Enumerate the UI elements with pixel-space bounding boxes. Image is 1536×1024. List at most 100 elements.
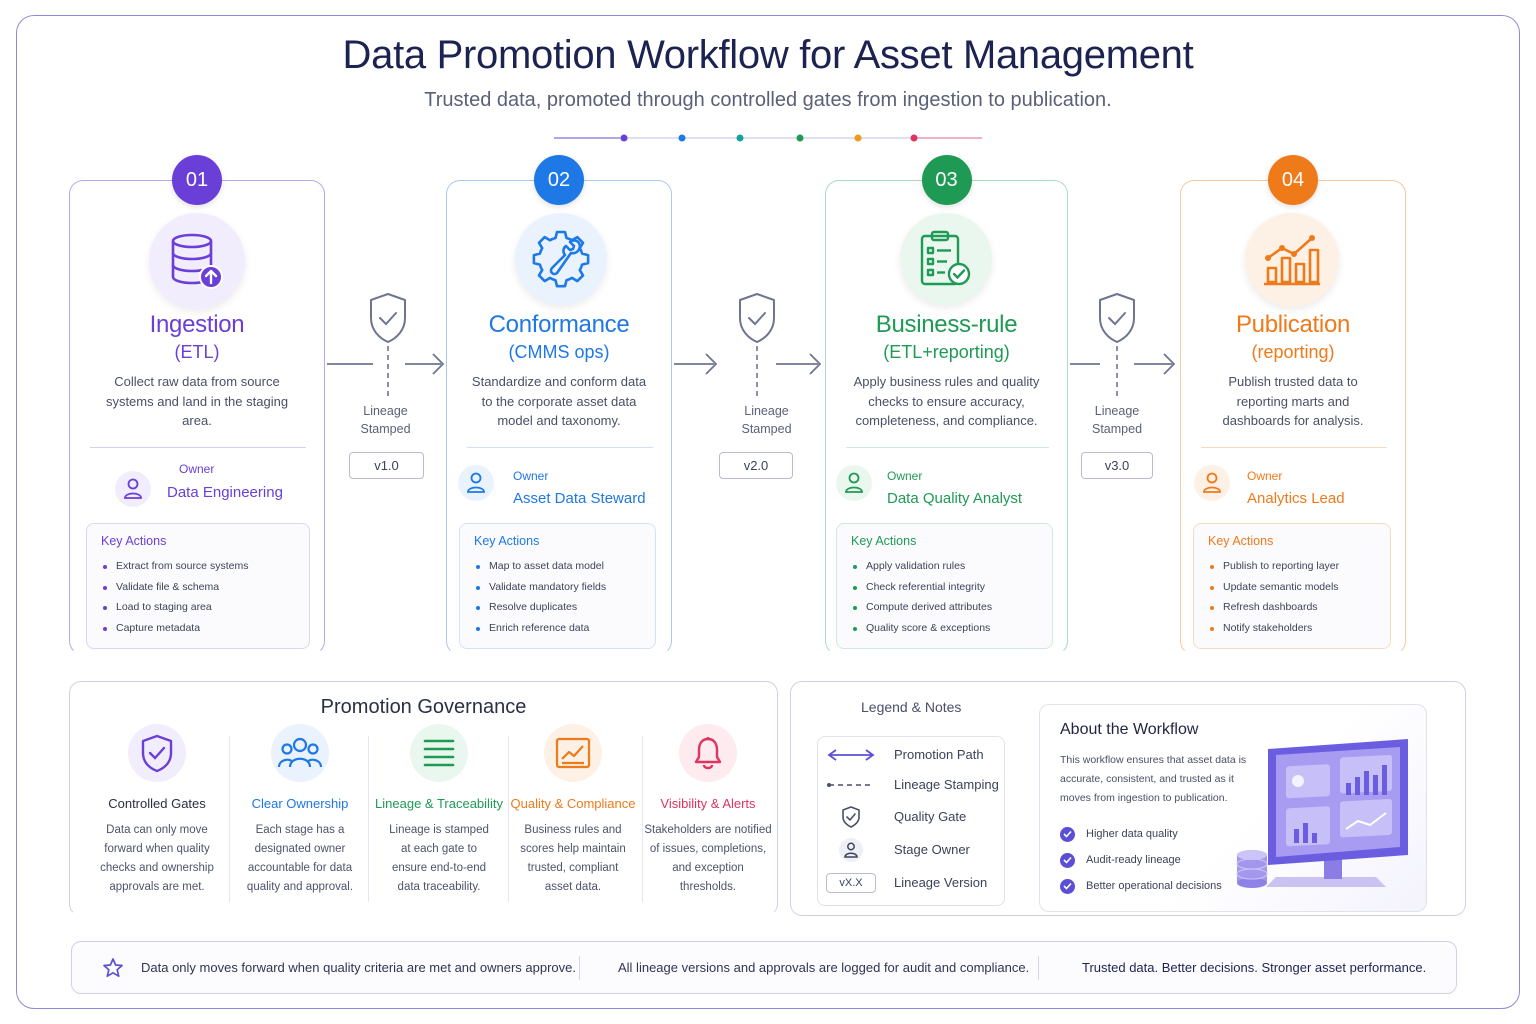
list-item: Check referential integrity: [851, 581, 992, 602]
stage-subtitle: (ETL): [174, 342, 220, 362]
key-actions-title: Key Actions: [101, 534, 167, 548]
version-tag: vX.X: [826, 873, 876, 893]
decorative-dot-line: [554, 134, 982, 142]
check-icon: [1060, 878, 1075, 894]
list-item: Extract from source systems: [101, 560, 248, 581]
list-item: Quality score & exceptions: [851, 622, 992, 643]
dashboard-monitor-illustration: [1236, 739, 1408, 888]
lineage-version-tag: v3.0: [1081, 452, 1153, 479]
list-item: Validate file & schema: [101, 581, 248, 602]
list-lines-icon: [410, 724, 468, 782]
governance-item-name: Clear Ownership: [251, 796, 349, 811]
governance-item-desc: Lineage is stamped at each gate to ensur…: [389, 824, 489, 893]
divider: [229, 736, 230, 902]
shield-check-icon: [826, 805, 876, 829]
key-actions-box: Key Actions Publish to reporting layer U…: [1193, 523, 1391, 649]
users-icon: [271, 724, 329, 782]
list-item: Resolve duplicates: [474, 601, 606, 622]
owner-name: Data Engineering: [167, 484, 283, 501]
stage-description: Publish trusted data to reporting marts …: [1222, 374, 1364, 428]
person-icon: [115, 471, 151, 507]
lineage-version-tag: v2.0: [719, 452, 793, 479]
check-icon: [1060, 826, 1075, 842]
divider: [579, 956, 580, 980]
stage-description: Apply business rules and quality checks …: [853, 374, 1040, 428]
key-actions-box: Key Actions Extract from source systems …: [86, 523, 310, 649]
divider: [642, 736, 643, 902]
divider: [846, 447, 1049, 448]
key-actions-box: Key Actions Map to asset data model Vali…: [459, 523, 656, 649]
governance-item-name: Visibility & Alerts: [660, 796, 756, 811]
gear-wrench-icon: [515, 213, 607, 305]
governance-item-visibility-alerts: Visibility & Alerts Stakeholders are not…: [643, 722, 773, 902]
list-item: Publish to reporting layer: [1208, 560, 1339, 581]
bell-icon: [679, 724, 737, 782]
governance-item-desc: Each stage has a designated owner accoun…: [246, 824, 354, 893]
person-icon: [458, 465, 494, 501]
about-title: About the Workflow: [1060, 721, 1199, 738]
list-item: Refresh dashboards: [1208, 601, 1339, 622]
stage-number-badge: 04: [1268, 155, 1318, 205]
owner-label: Owner: [1247, 469, 1283, 483]
key-actions-box: Key Actions Apply validation rules Check…: [836, 523, 1053, 649]
legend-item: Promotion Path: [818, 743, 1006, 767]
divider: [508, 736, 509, 902]
divider: [467, 447, 653, 448]
legend-label: Stage Owner: [894, 842, 970, 857]
legend-item: vX.X Lineage Version: [818, 871, 1006, 895]
legend-label: Lineage Stamping: [894, 777, 999, 792]
promotion-governance-panel: Promotion Governance Controlled Gates Da…: [69, 681, 778, 916]
quality-gate-shield-icon: [1070, 293, 1176, 396]
key-actions-title: Key Actions: [851, 534, 917, 548]
person-icon: [1194, 465, 1230, 501]
stage-subtitle: (ETL+reporting): [883, 342, 1010, 362]
star-icon: [103, 958, 123, 978]
governance-item-desc: Business rules and scores help maintain …: [520, 824, 626, 893]
quality-gate-shield-icon: [674, 293, 822, 396]
stage-card-ingestion: 01 Ingestion (ETL) Collect raw data from…: [69, 155, 325, 655]
stage-subtitle: (reporting): [1251, 342, 1335, 362]
list-item: Better operational decisions: [1060, 873, 1222, 899]
stage-card-business-rule: 03 Business-rule (ETL+reporting) Apply b…: [825, 155, 1068, 655]
person-icon: [826, 838, 876, 862]
list-item: Compute derived attributes: [851, 601, 992, 622]
list-item: Update semantic models: [1208, 581, 1339, 602]
list-item: Notify stakeholders: [1208, 622, 1339, 643]
footer-text: All lineage versions and approvals are l…: [618, 960, 1030, 975]
about-description: This workflow ensures that asset data is…: [1060, 754, 1247, 804]
person-icon: [836, 465, 872, 501]
governance-item-controlled-gates: Controlled Gates Data can only move forw…: [87, 722, 227, 902]
stage-subtitle: (CMMS ops): [508, 342, 610, 362]
owner-name: Asset Data Steward: [513, 490, 646, 507]
key-actions-title: Key Actions: [1208, 534, 1274, 548]
list-item: Validate mandatory fields: [474, 581, 606, 602]
page-title: Data Promotion Workflow for Asset Manage…: [342, 33, 1194, 77]
governance-item-quality-compliance: Quality & Compliance Business rules and …: [505, 722, 641, 902]
stage-description: Collect raw data from source systems and…: [105, 374, 289, 428]
dashed-line-icon: [826, 773, 876, 797]
bar-chart-trend-icon: [1245, 213, 1339, 307]
check-icon: [1060, 852, 1075, 868]
stage-card-publication: 04 Publication (reporting) Publish trust…: [1180, 155, 1406, 655]
governance-item-desc: Stakeholders are notified of issues, com…: [644, 824, 772, 893]
key-actions-title: Key Actions: [474, 534, 540, 548]
owner-label: Owner: [179, 462, 215, 476]
footer-text: Data only moves forward when quality cri…: [141, 960, 576, 975]
legend-item: Quality Gate: [818, 805, 1006, 829]
list-item: Capture metadata: [101, 622, 248, 643]
divider: [368, 736, 369, 902]
list-item: Map to asset data model: [474, 560, 606, 581]
footer-bar: Data only moves forward when quality cri…: [71, 941, 1457, 994]
legend-item: Stage Owner: [818, 838, 1006, 862]
owner-name: Data Quality Analyst: [887, 490, 1023, 507]
list-item: Audit-ready lineage: [1060, 847, 1222, 873]
governance-item-clear-ownership: Clear Ownership Each stage has a designa…: [231, 722, 369, 902]
divider: [90, 447, 306, 448]
governance-item-name: Quality & Compliance: [510, 796, 636, 811]
stage-name: Publication: [1235, 311, 1351, 338]
lineage-version-tag: v1.0: [349, 452, 424, 479]
